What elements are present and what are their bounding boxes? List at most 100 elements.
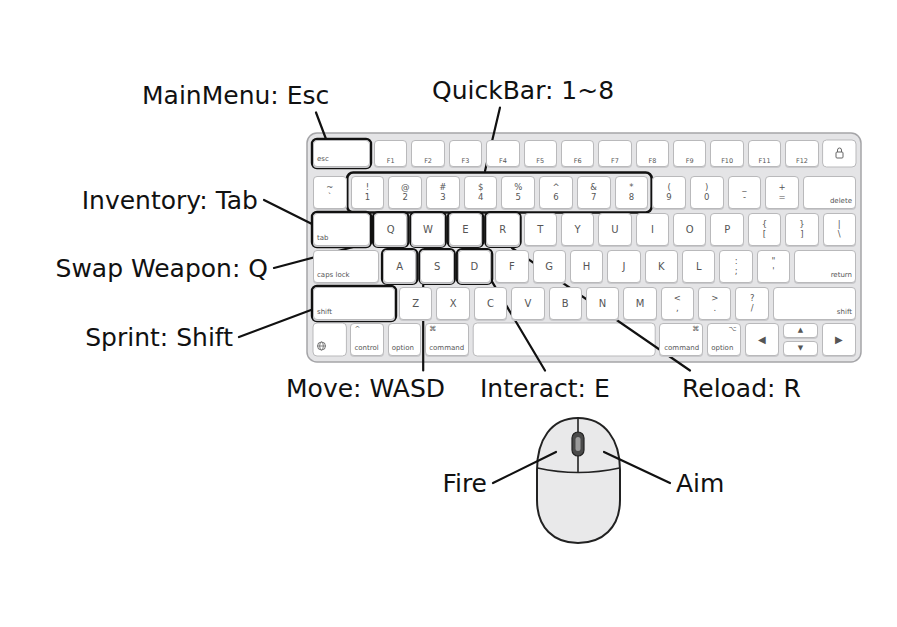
lock-icon [836, 152, 843, 158]
key-legend: # [439, 183, 446, 193]
key-legend: 2 [403, 193, 408, 203]
key-legend: / [751, 304, 754, 314]
key-cap: S [420, 250, 453, 283]
key-cap: G [533, 250, 566, 283]
key-legend: @ [401, 183, 410, 193]
callout-label: Reload: R [682, 376, 801, 401]
key-cap: F3 [449, 140, 482, 167]
lock-key [823, 140, 856, 167]
key-legend: ⌥ [729, 326, 737, 334]
globe-icon [318, 346, 326, 347]
key-cap: U [598, 213, 631, 246]
key-legend: F5 [536, 158, 544, 165]
key-cap: ▼ [783, 341, 818, 356]
key-legend: F3 [462, 158, 470, 165]
key-cap: F12 [785, 140, 818, 167]
key-cap: ⌥ option [707, 323, 740, 356]
key-legend: ^ [354, 326, 360, 334]
key-cap: ◀ [745, 323, 780, 356]
key-cap: return [794, 250, 856, 283]
key-group-highlight [347, 173, 652, 213]
callout-label: Swap Weapon: Q [56, 256, 268, 281]
callout-label: Inventory: Tab [82, 188, 258, 213]
key-highlight [373, 212, 408, 247]
key-legend: V [524, 298, 531, 309]
key-legend: caps lock [317, 272, 350, 280]
key-cap: C [474, 287, 507, 320]
key-legend: M [636, 298, 645, 309]
key-legend: shift [837, 309, 852, 317]
key-legend: ` [328, 193, 332, 203]
key-cap: A [383, 250, 416, 283]
key-highlight [419, 249, 454, 284]
key-highlight [312, 286, 396, 321]
key-legend: - [743, 193, 746, 203]
key-legend: ~ [326, 183, 333, 193]
key-cap: tab [313, 213, 370, 246]
key-legend: option [711, 345, 733, 353]
callout-label: Interact: E [480, 376, 610, 401]
key-legend: 3 [440, 193, 445, 203]
key-cap: Z [399, 287, 432, 320]
key-legend: < [674, 294, 681, 304]
key-cap: O [673, 213, 706, 246]
key-legend: F6 [574, 158, 582, 165]
key-cap: X [436, 287, 469, 320]
key-cap: T [524, 213, 557, 246]
key-cap: caps lock [313, 250, 379, 283]
key-cap: F4 [486, 140, 519, 167]
key-legend: D [471, 261, 479, 272]
key-legend: esc [317, 156, 329, 164]
key-cap: ▶ [822, 323, 857, 356]
key-cap: Y [561, 213, 594, 246]
key-cap: %5 [501, 176, 535, 209]
scroll-wheel [576, 437, 581, 451]
key-cap: shift [313, 287, 395, 320]
key-cap: L [682, 250, 715, 283]
key-cap: ?/ [735, 287, 768, 320]
key-legend: \ [838, 230, 841, 240]
mouse-body [537, 418, 620, 543]
key-cap: F6 [561, 140, 594, 167]
scroll-wheel [572, 432, 584, 456]
key-legend: 6 [553, 193, 558, 203]
key-legend: tab [317, 235, 328, 243]
key-cap: P [710, 213, 743, 246]
key-legend: H [583, 261, 591, 272]
key-cap: @2 [388, 176, 422, 209]
leader-line [316, 113, 326, 140]
key-legend: } [799, 220, 804, 230]
key-legend: ▲ [798, 327, 803, 335]
key-legend: F2 [424, 158, 432, 165]
key-cap: H [570, 250, 603, 283]
key-legend: J [623, 261, 626, 272]
key-legend: Z [412, 298, 419, 309]
key-highlight [485, 212, 520, 247]
key-cap: D [458, 250, 491, 283]
key-legend: ◀ [758, 334, 766, 345]
key-legend: P [724, 224, 730, 235]
key-legend: F4 [499, 158, 507, 165]
key-cap: !1 [351, 176, 385, 209]
key-legend: $ [478, 183, 483, 193]
key-cap: F7 [598, 140, 631, 167]
key-legend: W [423, 224, 433, 235]
key-legend: 8 [629, 193, 634, 203]
key-cap: #3 [426, 176, 460, 209]
key-highlight [448, 212, 483, 247]
key-cap: F8 [636, 140, 669, 167]
leader-line [239, 310, 311, 337]
key-cap: ⌘command [659, 323, 703, 356]
key-legend: ⌘ [692, 326, 699, 334]
key-cap: V [511, 287, 544, 320]
callout-label: Sprint: Shift [85, 325, 233, 350]
key-legend: Y [575, 224, 581, 235]
key-cap: ~` [313, 176, 347, 209]
key-legend: I [651, 224, 654, 235]
key-highlight [312, 212, 371, 247]
key-legend: { [762, 220, 767, 230]
key-cap: &7 [577, 176, 611, 209]
key-cap: option [388, 323, 421, 356]
key-legend: G [545, 261, 553, 272]
leader-line [493, 452, 556, 483]
